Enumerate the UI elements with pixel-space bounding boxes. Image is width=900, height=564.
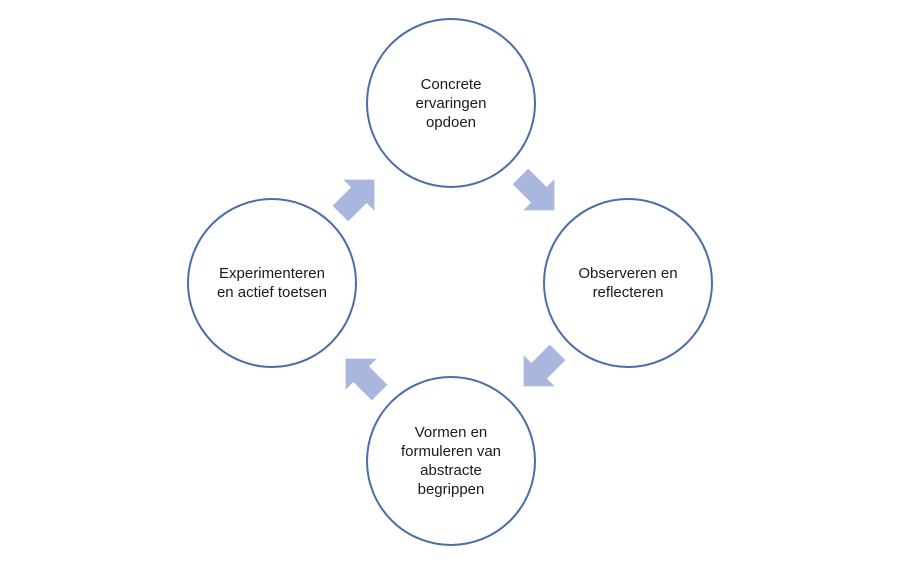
arrow-up-left-icon [345,358,388,401]
node-label: Concrete ervaringen opdoen [415,75,487,131]
node-label: Vormen en formuleren van abstracte begri… [400,424,502,498]
cycle-node-concrete-experience: Concrete ervaringen opdoen [366,18,536,188]
cycle-node-abstract-conceptualization: Vormen en formuleren van abstracte begri… [366,376,536,546]
cycle-node-reflective-observation: Observeren en reflecteren [543,198,713,368]
arrow-right-to-bottom [523,344,566,387]
arrow-down-right-icon [512,168,555,211]
arrow-down-left-icon [523,344,566,387]
node-label: Observeren en reflecteren [578,265,678,301]
arrow-left-to-top [332,179,375,222]
arrow-bottom-to-left [345,358,388,401]
cycle-node-active-experimentation: Experimenteren en actief toetsen [187,198,357,368]
arrow-top-to-right [512,168,555,211]
arrow-up-right-icon [332,179,375,222]
node-label: Experimenteren en actief toetsen [216,265,328,301]
